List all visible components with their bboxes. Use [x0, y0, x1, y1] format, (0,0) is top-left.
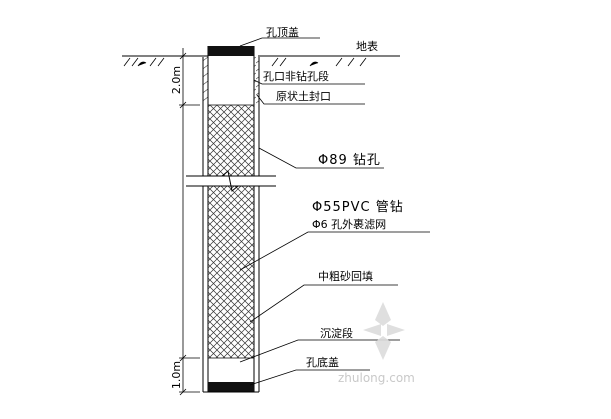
watermark-logo: [363, 302, 405, 360]
dimension-line: [179, 48, 200, 396]
filter-section-lower: [208, 186, 254, 358]
drill-hole-walls: [202, 57, 260, 392]
label-collar-casing: 孔口非钻孔段: [263, 69, 329, 83]
hole-top-cap: [208, 46, 254, 56]
dim-top-length: 2.0m: [170, 66, 183, 94]
break-symbol: [186, 170, 276, 192]
leader-lines: [239, 37, 430, 386]
filter-section-upper: [208, 105, 254, 176]
label-drill-hole: Φ89 钻孔: [318, 153, 381, 168]
hole-bottom-cap: [208, 382, 254, 392]
dim-bottom-length: 1.0m: [170, 361, 183, 389]
label-pvc-pipe: Φ55PVC 管钻: [312, 200, 404, 215]
label-sediment-section: 沉淀段: [320, 326, 353, 340]
label-filter-mesh: Φ6 孔外裹滤网: [312, 217, 386, 231]
label-hole-top-cap: 孔顶盖: [266, 25, 299, 39]
label-sand-backfill: 中粗砂回填: [318, 269, 373, 283]
label-hole-bottom-cap: 孔底盖: [306, 355, 339, 369]
ground-hatch-left: [123, 57, 165, 67]
label-in-situ-soil-seal: 原状土封口: [276, 89, 331, 103]
ground-hatch-right: [271, 57, 367, 67]
collar-soil-left: [203, 57, 208, 105]
watermark-text: zhulong.com: [338, 371, 415, 385]
label-ground-surface: 地表: [356, 39, 378, 53]
